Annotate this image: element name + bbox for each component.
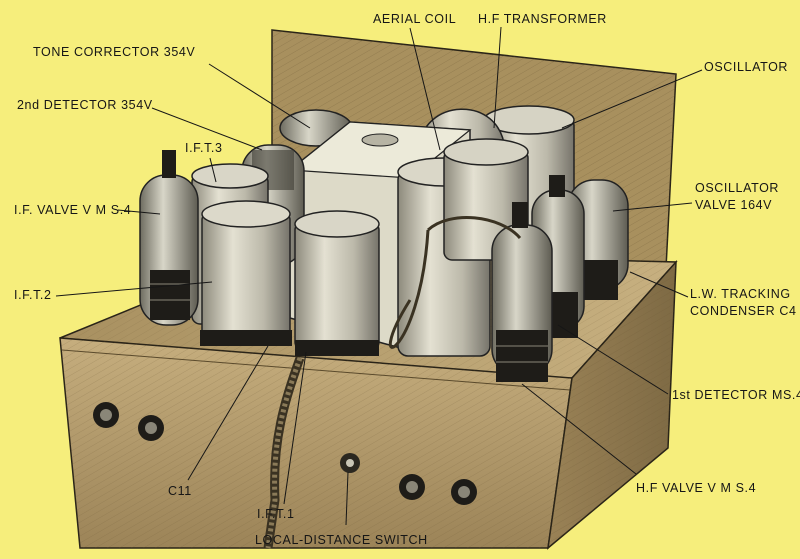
chassis-front [59,337,573,549]
label-hf-valve: H.F VALVE V M S.4 [636,481,757,495]
label-ift3: I.F.T.3 [185,141,223,155]
local-distance-switch-knob [340,453,360,473]
label-hf-transformer: H.F TRANSFORMER [478,12,607,26]
leader-lines [55,26,703,526]
label-lw-tracking-line1: L.W. TRACKING [690,287,791,301]
label-oscillator-valve-line1: OSCILLATOR [695,181,780,195]
label-ift2: I.F.T.2 [14,288,52,302]
can-ift2 [200,200,292,346]
label-local-distance-switch: LOCAL-DISTANCE SWITCH [255,533,428,547]
label-if-valve: I.F. VALVE V M S.4 [14,203,132,217]
label-ift1: I.F.T.1 [257,507,295,521]
label-2nd-detector: 2nd DETECTOR 354V [17,98,153,112]
label-c11: C11 [168,484,192,498]
chassis-side [546,259,677,550]
label-1st-detector: 1st DETECTOR MS.4 [672,388,800,402]
label-aerial-coil: AERIAL COIL [373,12,457,26]
front-sockets [93,402,477,505]
label-oscillator-valve-line2: VALVE 164V [695,198,773,212]
label-lw-tracking-line2: CONDENSER C4 [690,304,797,318]
label-tone-corrector: TONE CORRECTOR 354V [33,45,196,59]
can-ift1 [294,210,380,356]
valve-hf [491,202,553,382]
label-oscillator: OSCILLATOR [704,60,789,74]
valve-if [139,150,199,326]
